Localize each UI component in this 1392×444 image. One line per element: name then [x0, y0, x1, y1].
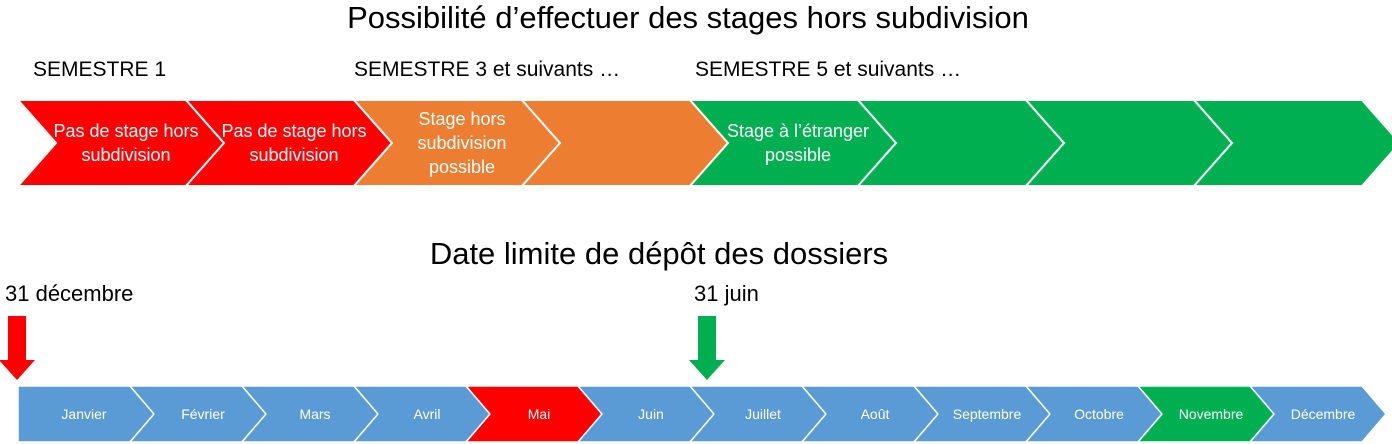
- semester-label-1: SEMESTRE 1: [33, 58, 167, 81]
- bottom-title: Date limite de dépôt des dossiers: [429, 236, 889, 271]
- semester-chevron-label-2: Pas de stage hors subdivision: [221, 121, 367, 165]
- month-label-7: Juillet: [745, 406, 781, 422]
- month-label-10: Octobre: [1074, 406, 1124, 422]
- semester-chevron-label-3: Stage hors subdivision possible: [417, 109, 507, 177]
- semester-chevron-row: [15, 99, 1392, 187]
- deadline-arrows: [0, 316, 725, 380]
- semester-chevron-8: [1191, 99, 1392, 187]
- semester-chevron-label-5: Stage à l’étranger possible: [726, 121, 870, 165]
- month-label-8: Août: [860, 406, 890, 422]
- month-label-6: Juin: [638, 406, 664, 422]
- semester-label-5: SEMESTRE 5 et suivants …: [695, 58, 962, 81]
- deadline-arrow-december-icon: [0, 316, 35, 380]
- month-label-1: Janvier: [61, 406, 107, 422]
- semester-label-3: SEMESTRE 3 et suivants …: [354, 58, 621, 81]
- deadline-label-december: 31 décembre: [5, 281, 134, 306]
- month-label-11: Novembre: [1178, 406, 1244, 422]
- deadline-arrow-june-icon: [689, 316, 725, 380]
- month-label-12: Décembre: [1290, 406, 1356, 422]
- month-label-2: Février: [181, 406, 225, 422]
- month-label-5: Mai: [527, 406, 551, 422]
- month-chevron-12: [1248, 385, 1387, 443]
- semester-chevron-label-1: Pas de stage hors subdivision: [53, 121, 199, 165]
- top-title: Possibilité d’effectuer des stages hors …: [347, 0, 1029, 35]
- month-chevron-row: [17, 385, 1387, 443]
- deadline-label-june: 31 juin: [694, 281, 759, 306]
- month-label-4: Avril: [413, 406, 441, 422]
- month-label-3: Mars: [299, 406, 331, 422]
- month-label-9: Septembre: [952, 406, 1022, 422]
